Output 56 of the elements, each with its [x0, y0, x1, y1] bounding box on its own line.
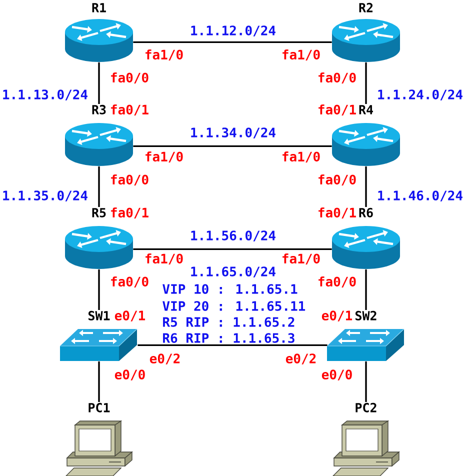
link-line — [98, 166, 100, 207]
edge-label: 1.1.13.0/24 — [3, 90, 88, 100]
link-line — [138, 344, 328, 346]
link-line — [98, 361, 100, 402]
interface-label: fa0/1 — [111, 104, 148, 116]
edge-label: 1.1.34.0/24 — [191, 128, 276, 138]
address-label: R5 RIP : 1.1.65.2 — [163, 317, 294, 327]
device-name: PC1 — [88, 402, 110, 412]
device-name: R4 — [359, 105, 373, 114]
link-line — [133, 41, 332, 44]
address-label: 1.1.65.0/24 — [191, 266, 276, 278]
interface-label: fa1/0 — [282, 151, 320, 163]
device-name: R5 — [92, 208, 106, 218]
link-line — [365, 62, 367, 104]
edge-label: 1.1.56.0/24 — [191, 230, 276, 242]
edge-label: 1.1.12.0/24 — [191, 26, 276, 36]
interface-label: e0/0 — [322, 370, 352, 380]
device-name: R6 — [359, 208, 373, 218]
interface-label: e0/2 — [150, 354, 180, 364]
device-name: R2 — [359, 2, 372, 12]
link-line — [133, 248, 332, 250]
interface-label: fa0/0 — [111, 174, 148, 186]
address-label: VIP 20 : 1.1.65.11 — [162, 301, 306, 311]
interface-label: e0/1 — [114, 310, 146, 322]
interface-label: fa0/0 — [111, 276, 148, 288]
interface-label: fa1/0 — [282, 253, 320, 265]
interface-label: e0/0 — [114, 370, 145, 380]
interface-label: e0/2 — [286, 354, 316, 364]
interface-label: fa0/1 — [318, 207, 356, 219]
edge-label: 1.1.24.0/24 — [378, 90, 462, 100]
device-name: SW2 — [356, 310, 376, 320]
device-name: R3 — [92, 104, 106, 114]
edge-label: 1.1.35.0/24 — [3, 190, 88, 202]
link-line — [98, 62, 100, 104]
link-line — [365, 166, 367, 207]
interface-label: fa1/0 — [146, 49, 183, 61]
interface-label: fa1/0 — [282, 49, 320, 61]
interface-label: e0/1 — [322, 310, 352, 322]
link-line — [365, 361, 367, 402]
link-line — [365, 269, 367, 310]
device-name: PC2 — [356, 402, 376, 412]
interface-label: fa0/0 — [111, 72, 148, 84]
interface-label: fa0/0 — [318, 276, 356, 288]
interface-label: fa0/1 — [318, 104, 356, 116]
device-name: SW1 — [88, 310, 110, 320]
device-name: R1 — [92, 3, 106, 12]
interface-label: fa1/0 — [146, 151, 183, 163]
edge-label: 1.1.46.0/24 — [378, 190, 462, 202]
interface-label: fa0/1 — [111, 207, 148, 219]
address-label: R6 RIP : 1.1.65.3 — [163, 333, 294, 343]
address-label: VIP 10 : 1.1.65.1 — [162, 284, 298, 294]
link-line — [98, 269, 100, 310]
interface-label: fa0/0 — [318, 174, 356, 186]
link-line — [133, 145, 332, 148]
interface-label: fa1/0 — [146, 253, 183, 265]
interface-label: fa0/0 — [318, 72, 356, 84]
